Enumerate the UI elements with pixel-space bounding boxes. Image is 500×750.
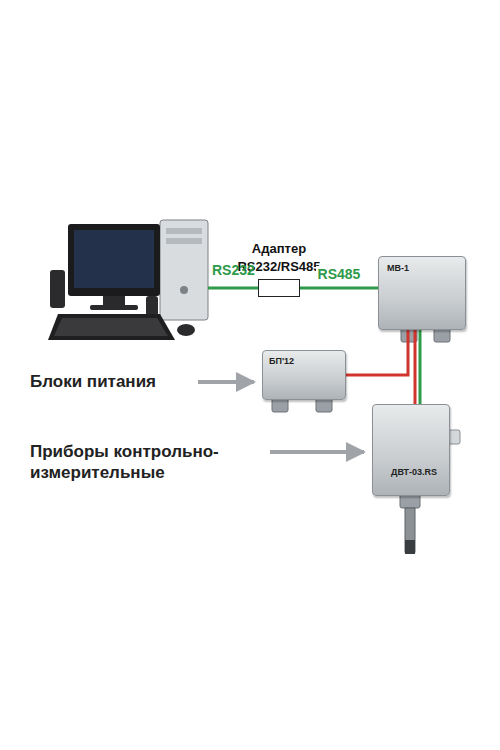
rs232-wire [208,287,258,290]
device-label: МВ-1 [387,263,409,273]
cable-connector [414,330,417,404]
pointer-arrow [198,380,254,384]
group-label: Блоки питания [30,371,156,392]
computer-illustration [48,220,208,340]
device-label: ДВТ-03.RS [391,467,437,477]
power-supply: БП'12 [262,350,346,400]
cable-connector [419,330,422,404]
cable-connector [346,330,408,375]
signal-name: RS485 [316,266,363,282]
pointer-arrow [270,450,364,454]
adapter-box: Адаптер RS232/RS485 [258,279,300,297]
cable-connector [300,287,378,290]
signal-name: RS232 [212,262,255,278]
sensor-device: ДВТ-03.RS [372,404,450,496]
converter-module: МВ-1 [378,256,466,330]
device-label: БП'12 [269,356,294,366]
group-label: Приборы контрольно-измерительные [30,441,262,483]
